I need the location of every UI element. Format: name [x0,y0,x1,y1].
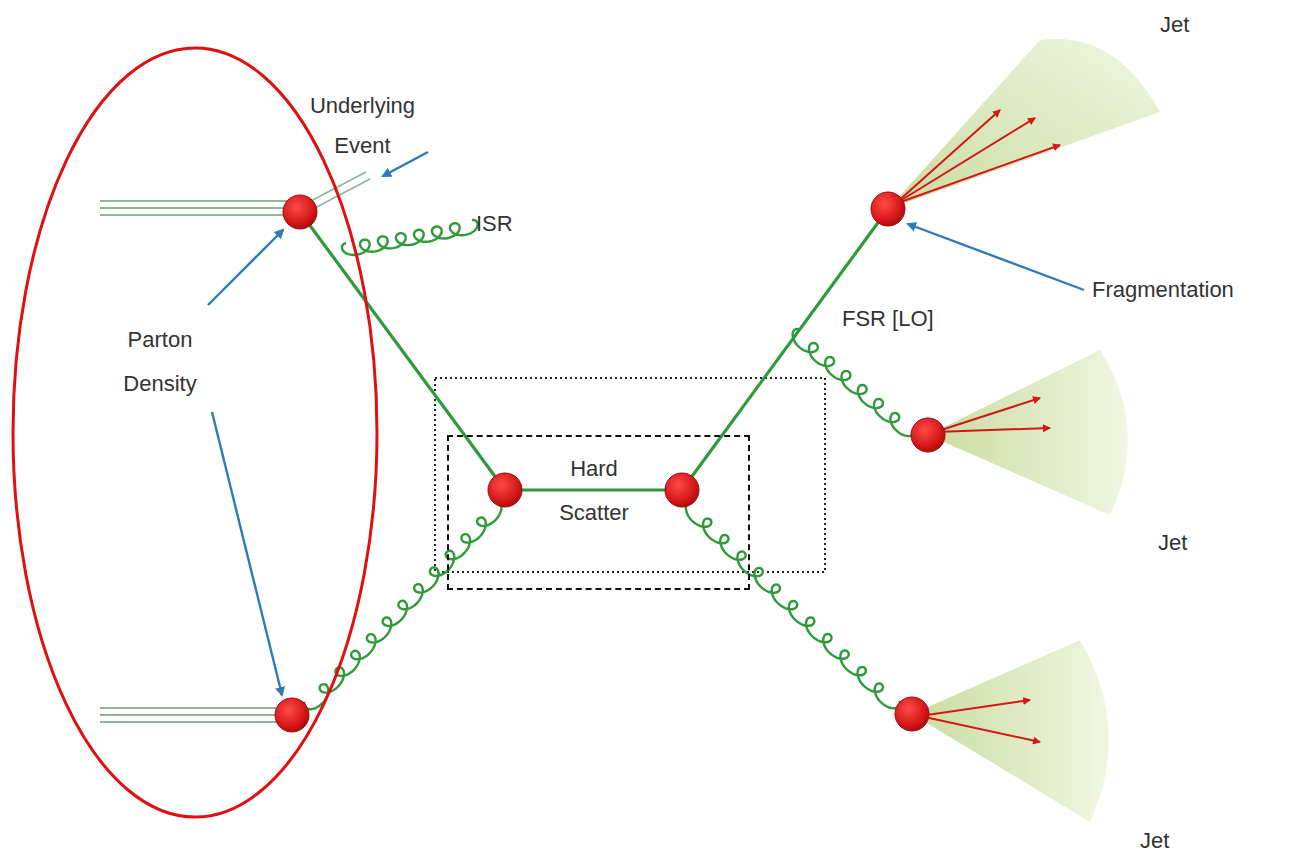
fragmentation-label: Fragmentation [1092,277,1234,303]
fsr-label: FSR [LO] [842,306,934,332]
jet-label: Jet [1140,828,1169,854]
isr-label: ISR [476,211,513,237]
jet-cone [928,350,1128,515]
jet-label: Jet [1158,530,1187,556]
proton-lines [100,201,292,722]
hard-scatter-box: Hard Scatter [447,435,750,590]
node-label: Hard Scatter [544,447,644,535]
underlying-event-label: Underlying Event [300,86,425,166]
quark-lines [300,209,888,490]
gluon-coil [342,220,478,255]
pointer-arrows [208,152,1084,695]
particle-arrows [895,110,1060,742]
jet-cone [888,39,1160,209]
ellipse-outline [10,45,380,820]
gluon-coil [686,502,900,708]
parton-density-ellipse: Parton Density [10,45,380,820]
node-label: Parton Density [100,318,220,406]
gluon-lines [304,220,916,709]
gluon-coil [793,329,916,436]
jet-cone [912,640,1109,822]
jet-label: Jet [1160,12,1189,38]
ellipse-outline [13,48,377,817]
